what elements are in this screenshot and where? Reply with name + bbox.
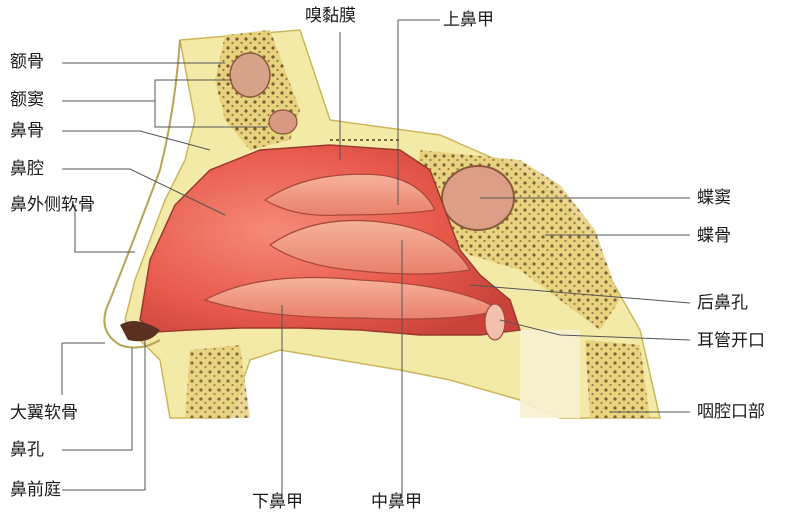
label-nostril: 鼻孔 [10, 440, 44, 460]
label-frontal-sinus: 额窦 [10, 90, 44, 110]
eustachian-opening-shape [485, 304, 505, 340]
label-greater-alar-cartilage: 大翼软骨 [10, 403, 78, 423]
label-eustachian-opening: 耳管开口 [697, 331, 765, 351]
label-nasal-bone: 鼻骨 [10, 121, 44, 141]
palate-bone-region [185, 345, 250, 418]
label-inferior-turbinate: 下鼻甲 [252, 492, 303, 512]
frontal-sinus-shape [230, 53, 270, 97]
label-superior-turbinate: 上鼻甲 [443, 10, 494, 30]
frontal-sinus-lower-shape [269, 110, 297, 134]
label-sphenoid-sinus: 蝶窦 [697, 188, 731, 208]
label-nasal-cavity: 鼻腔 [10, 159, 44, 179]
label-nasal-vestibule: 鼻前庭 [10, 480, 61, 500]
label-olfactory-mucosa: 嗅黏膜 [305, 6, 356, 26]
label-lateral-nasal-cartilage: 鼻外侧软骨 [10, 195, 95, 215]
label-choana: 后鼻孔 [697, 293, 748, 313]
label-middle-turbinate: 中鼻甲 [371, 492, 422, 512]
pharynx-soft-tissue [520, 330, 580, 418]
label-frontal-bone: 额骨 [10, 52, 44, 72]
pharynx-bone-region [585, 340, 650, 418]
label-nasopharynx: 咽腔口部 [697, 402, 765, 422]
label-sphenoid-bone: 蝶骨 [697, 226, 731, 246]
